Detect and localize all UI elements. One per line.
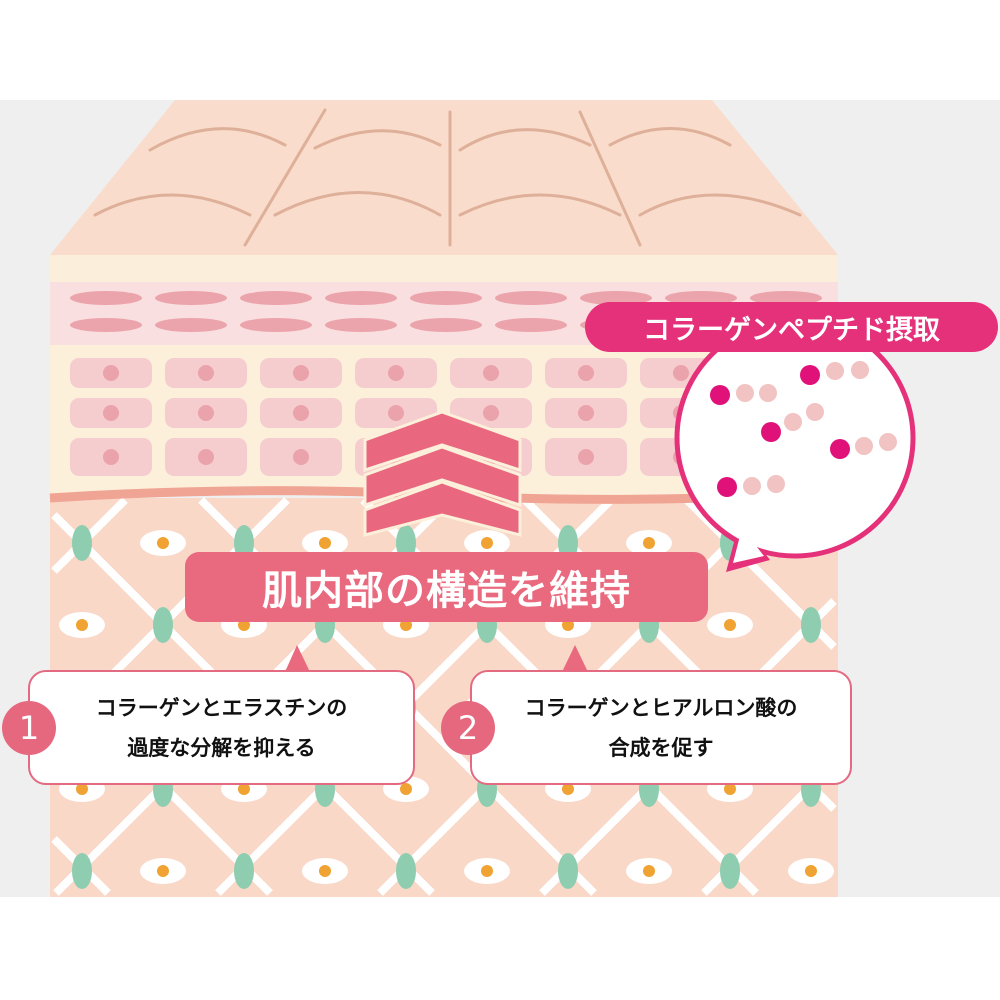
callout-1-number-badge: 1 <box>2 701 56 755</box>
peptide-head <box>761 422 781 442</box>
cell-nucleus <box>198 365 214 381</box>
fibroblast-nucleus <box>562 619 574 631</box>
flattened-cell <box>580 291 652 305</box>
fibroblast-nucleus <box>805 865 817 877</box>
peptide-unit <box>851 361 869 379</box>
magnifier-bubble <box>674 317 916 572</box>
skin-surface <box>50 100 838 255</box>
cell-nucleus <box>483 405 499 421</box>
fibroblast-nucleus <box>724 619 736 631</box>
fibroblast-nucleus <box>319 537 331 549</box>
flattened-cell <box>240 291 312 305</box>
fibroblast-nucleus <box>481 537 493 549</box>
stratum-corneum <box>50 255 838 282</box>
cell-nucleus <box>103 405 119 421</box>
callout-1-pointer <box>285 645 310 672</box>
fibroblast-nucleus <box>724 783 736 795</box>
cell-nucleus <box>673 365 689 381</box>
cell-nucleus <box>483 365 499 381</box>
flattened-cell <box>665 291 737 305</box>
flattened-cell <box>70 291 142 305</box>
cell-nucleus <box>198 449 214 465</box>
cell-nucleus <box>578 449 594 465</box>
fibroblast-nucleus <box>157 537 169 549</box>
callout-2-number: 2 <box>457 709 479 747</box>
fibroblast-nucleus <box>76 619 88 631</box>
peptide-unit <box>784 413 802 431</box>
callout-2-number-badge: 2 <box>441 701 495 755</box>
elastin-node <box>153 607 173 643</box>
elastin-node <box>801 607 821 643</box>
cell-nucleus <box>103 365 119 381</box>
peptide-unit <box>759 384 777 402</box>
callout-1-line2: 過度な分解を抑える <box>127 735 316 760</box>
banner-text: 肌内部の構造を維持 <box>262 568 631 614</box>
callout-2-pointer <box>562 645 588 672</box>
fibroblast-nucleus <box>157 865 169 877</box>
elastin-node <box>558 853 578 889</box>
callout-1: コラーゲンとエラスチンの過度な分解を抑える <box>28 670 415 785</box>
peptide-unit <box>767 475 785 493</box>
fibroblast-nucleus <box>481 865 493 877</box>
flattened-cell <box>70 318 142 332</box>
fibroblast-nucleus <box>643 537 655 549</box>
fibroblast-nucleus <box>238 783 250 795</box>
cell-nucleus <box>293 405 309 421</box>
callout-2: コラーゲンとヒアルロン酸の合成を促す <box>470 670 852 785</box>
peptide-unit <box>879 433 897 451</box>
cell-nucleus <box>578 405 594 421</box>
upward-chevrons-icon <box>363 410 522 537</box>
peptide-unit <box>806 403 824 421</box>
callout-2-line1: コラーゲンとヒアルロン酸の <box>524 695 798 720</box>
flattened-cell <box>325 318 397 332</box>
callout-2-line2: 合成を促す <box>608 735 714 760</box>
flattened-cell <box>240 318 312 332</box>
callout-1-line1: コラーゲンとエラスチンの <box>95 695 348 720</box>
flattened-cell <box>155 291 227 305</box>
peptide-head <box>800 365 820 385</box>
cell-nucleus <box>293 365 309 381</box>
maintain-structure-banner: 肌内部の構造を維持 <box>185 552 708 622</box>
intake-label-text: コラーゲンペプチド摂取 <box>643 314 940 346</box>
flattened-cell <box>750 291 822 305</box>
wrinkles <box>93 108 802 247</box>
cell-nucleus <box>198 405 214 421</box>
cell-nucleus <box>388 365 404 381</box>
flattened-cell <box>495 291 567 305</box>
elastin-node <box>396 853 416 889</box>
fibroblast-nucleus <box>319 865 331 877</box>
fibroblast-nucleus <box>238 619 250 631</box>
collagen-peptide-intake-label: コラーゲンペプチド摂取 <box>585 302 998 352</box>
fibroblast-nucleus <box>562 783 574 795</box>
flattened-cell <box>325 291 397 305</box>
flattened-cell <box>410 318 482 332</box>
callout-1-number: 1 <box>18 709 40 747</box>
cell-nucleus <box>578 365 594 381</box>
collagen-peptides <box>710 361 897 497</box>
fibroblast-nucleus <box>643 865 655 877</box>
peptide-unit <box>743 477 761 495</box>
cell-nucleus <box>103 449 119 465</box>
flattened-cell <box>410 291 482 305</box>
fibroblast-nucleus <box>400 783 412 795</box>
cell-nucleus <box>388 405 404 421</box>
elastin-node <box>72 525 92 561</box>
cell-nucleus <box>293 449 309 465</box>
peptide-head <box>717 477 737 497</box>
peptide-unit <box>736 384 754 402</box>
peptide-head <box>830 439 850 459</box>
flattened-cell <box>495 318 567 332</box>
flattened-cell <box>155 318 227 332</box>
fibroblast-nucleus <box>76 783 88 795</box>
peptide-head <box>710 385 730 405</box>
peptide-unit <box>826 362 844 380</box>
peptide-unit <box>855 437 873 455</box>
fibroblast-nucleus <box>400 619 412 631</box>
elastin-node <box>234 853 254 889</box>
elastin-node <box>72 853 92 889</box>
elastin-node <box>720 853 740 889</box>
